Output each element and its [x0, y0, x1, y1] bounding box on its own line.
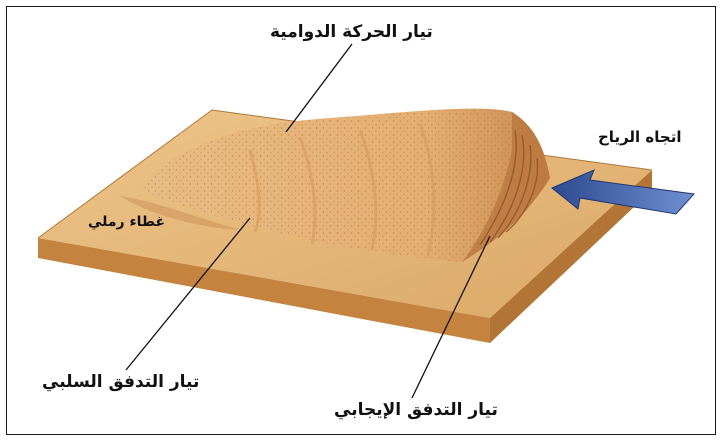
label-sand-cover: غطاء رملي — [88, 214, 165, 230]
label-wind-direction: اتجاه الرياح — [598, 128, 681, 146]
label-positive-flow: تيار التدفق الإيجابي — [334, 400, 498, 420]
label-vortex-current: تيار الحركة الدوامية — [270, 22, 433, 42]
label-negative-flow: تيار التدفق السلبي — [42, 372, 199, 392]
